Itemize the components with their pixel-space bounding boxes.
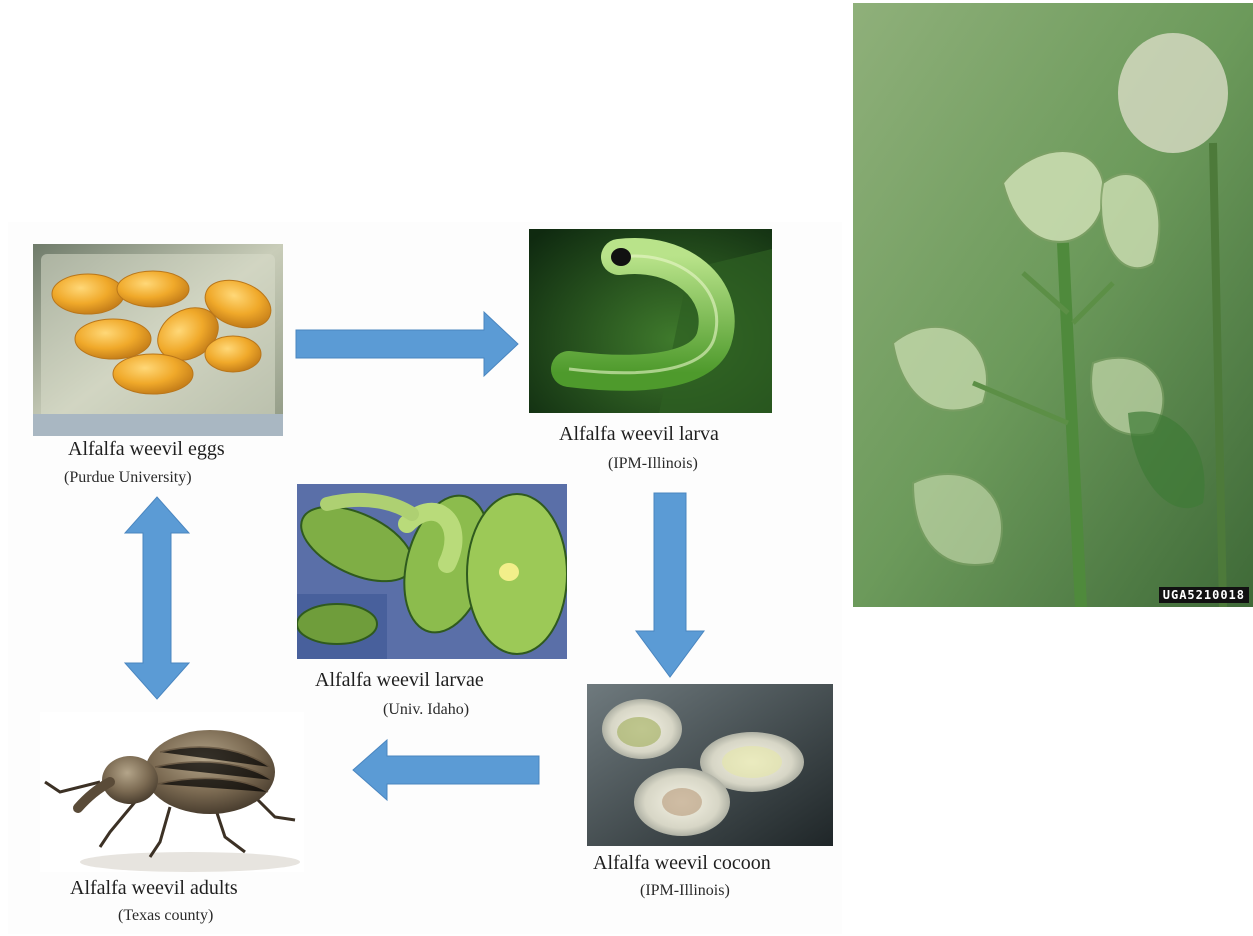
cocoon-photo [587,684,833,846]
arrow-cocoon-to-adults [353,740,539,800]
cocoon-credit: (IPM-Illinois) [640,882,730,900]
eggs-photo [33,244,283,436]
larvae-credit: (Univ. Idaho) [383,701,469,719]
adults-caption: Alfalfa weevil adults [70,877,238,900]
eggs-credit: (Purdue University) [64,469,192,487]
adults-photo [40,712,304,872]
arrow-larva-to-cocoon [636,493,704,677]
arrow-eggs-adults-bidirectional [125,497,189,699]
eggs-caption: Alfalfa weevil eggs [68,438,225,461]
larva-caption: Alfalfa weevil larva [559,423,719,446]
damage-photo: UGA5210018 [853,3,1253,607]
larvae-photo [297,484,567,659]
larva-photo [529,229,772,413]
larvae-caption: Alfalfa weevil larvae [315,669,484,692]
adults-credit: (Texas county) [118,907,213,925]
larva-credit: (IPM-Illinois) [608,455,698,473]
cocoon-caption: Alfalfa weevil cocoon [593,852,771,875]
image-watermark: UGA5210018 [1159,587,1249,603]
arrow-eggs-to-larva [296,312,518,376]
